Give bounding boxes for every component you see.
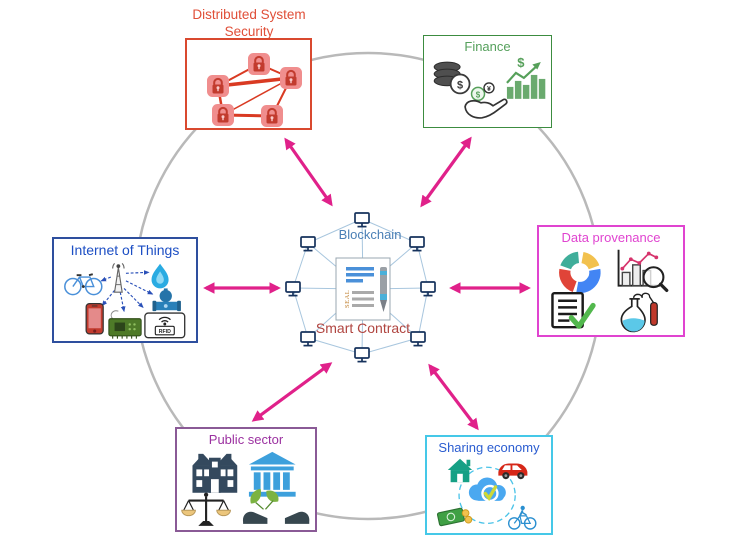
bicycle-icon	[64, 272, 103, 295]
sharing-economy-icons	[436, 459, 537, 530]
donut-chart-icon	[559, 251, 601, 294]
smartphone-icon	[85, 302, 104, 335]
arrow-publicsector-center	[251, 362, 333, 422]
arrow-dss-center	[284, 137, 333, 207]
chart-magnifier-icon	[617, 250, 669, 293]
document-check-icon	[551, 292, 596, 330]
growth-chart-icon: $	[506, 55, 546, 100]
arrow-sharingeconomy-center	[428, 363, 479, 431]
smart-contract-label: Smart Contract	[315, 320, 411, 336]
coin-symbol: ¥	[487, 86, 491, 93]
coin-stack-icon: $	[433, 61, 471, 95]
dss-box	[185, 38, 312, 130]
coin-symbol: $	[476, 91, 481, 100]
car-icon	[498, 463, 528, 480]
arrow-finance-center	[420, 136, 472, 208]
contract-tag-text: SEAL	[344, 290, 351, 308]
finance-box: Finance $ $ $	[423, 35, 552, 128]
water-valve-icon	[152, 287, 181, 311]
dss-title: Distributed System Security	[192, 7, 306, 39]
sharing-cycle-ring	[458, 466, 516, 525]
bank-columns-icon	[248, 452, 296, 497]
hand-coins-icon: $ ¥	[464, 82, 508, 120]
cyclist-icon	[507, 506, 537, 530]
blockchain-label: Blockchain	[338, 227, 402, 242]
sharing-economy-box: Sharing economy	[425, 435, 553, 535]
finance-title: Finance	[464, 39, 511, 54]
school-building-icon	[192, 454, 238, 494]
pen-icon	[380, 267, 387, 312]
house-icon	[447, 459, 473, 483]
contract-document-icon: SEAL	[335, 257, 391, 321]
iot-title: Internet of Things	[70, 242, 180, 258]
iot-wireless-links	[100, 269, 154, 312]
public-sector-icons	[181, 452, 310, 527]
rfid-reader-icon: RFID	[144, 311, 186, 338]
cash-icon	[436, 507, 473, 527]
gas-flame-icon	[151, 263, 169, 288]
antenna-icon	[112, 262, 125, 293]
data-provenance-icons	[551, 250, 669, 333]
iot-icons: RFID	[64, 262, 186, 339]
justice-scales-icon	[181, 492, 231, 527]
circuit-board-icon	[108, 309, 142, 339]
link-arrows	[203, 136, 531, 431]
cloud-check-icon	[468, 477, 506, 503]
data-provenance-title: Data provenance	[561, 230, 661, 245]
dollar-symbol: $	[457, 80, 463, 92]
public-sector-box: Public sector	[175, 427, 317, 532]
padlock-network-icon	[206, 52, 303, 128]
hands-plant-icon	[242, 489, 310, 525]
lab-flask-icon	[620, 292, 658, 333]
dollar-symbol: $	[517, 55, 525, 70]
rfid-label: RFID	[159, 328, 171, 334]
data-provenance-box: Data provenance	[537, 225, 685, 337]
public-sector-title: Public sector	[208, 432, 284, 447]
iot-box: Internet of Things	[52, 237, 198, 343]
blockchain-network: SEAL	[285, 212, 436, 363]
sharing-economy-title: Sharing economy	[438, 440, 540, 455]
finance-icons: $ $ $ ¥	[433, 55, 546, 120]
